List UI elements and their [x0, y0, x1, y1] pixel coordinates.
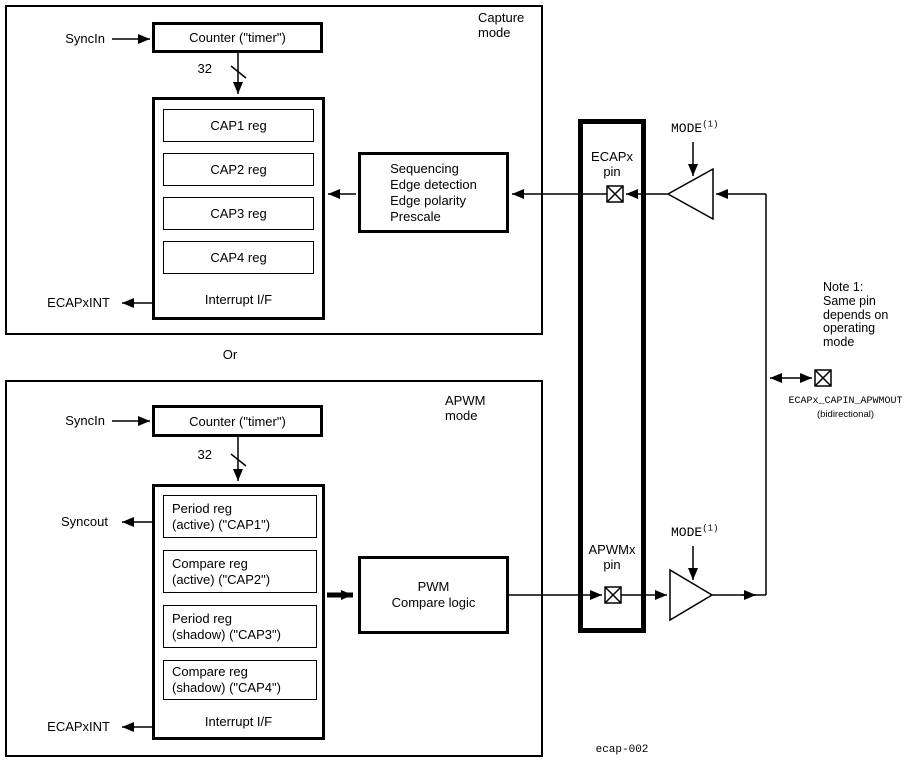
- ecapxint-label-capture: ECAPxINT: [47, 295, 110, 310]
- bus-width-label-apwm: 32: [197, 447, 212, 462]
- cap3-reg-label: CAP3 reg: [210, 206, 267, 221]
- period-active-reg-box: Period reg (active) ("CAP1"): [163, 495, 317, 538]
- cap2-reg-box: CAP2 reg: [163, 153, 314, 186]
- cap2-reg-label: CAP2 reg: [210, 162, 267, 177]
- ecapxint-label-apwm: ECAPxINT: [47, 719, 110, 734]
- external-pin-name-label: ECAPx_CAPIN_APWMOUT: [788, 396, 903, 407]
- counter-bus-arrow-apwm: [230, 437, 247, 481]
- counter-bus-arrow-capture: [230, 53, 247, 94]
- apwmx-pin-icon: [604, 586, 622, 604]
- cap4-reg-box: CAP4 reg: [163, 241, 314, 274]
- pwm-compare-logic-box: PWM Compare logic: [358, 556, 509, 634]
- pin-mux-box: [578, 119, 646, 633]
- syncout-label: Syncout: [61, 514, 108, 529]
- edge-detection-line: Edge detection: [390, 176, 477, 192]
- compare-active-reg-box: Compare reg (active) ("CAP2"): [163, 550, 317, 593]
- capture-input-buffer-icon: [666, 167, 714, 221]
- bus-width-label-capture: 32: [197, 61, 212, 76]
- sequencing-line: Sequencing: [390, 160, 459, 176]
- note-text: Note 1: Same pin depends on operating mo…: [823, 280, 889, 350]
- interrupt-if-label-apwm: Interrupt I/F: [204, 714, 273, 729]
- capture-mode-label: Capture mode: [478, 10, 525, 40]
- cap1-reg-label: CAP1 reg: [210, 118, 267, 133]
- bus-width-tick: [230, 453, 247, 467]
- syncin-label-capture: SyncIn: [65, 31, 105, 46]
- external-pin-direction-label: (bidirectional): [816, 409, 875, 420]
- counter-box-apwm: Counter ("timer"): [152, 405, 323, 437]
- apwmx-pin-label: APWMx pin: [588, 542, 636, 572]
- period-shadow-reg-box: Period reg (shadow) ("CAP3"): [163, 605, 317, 648]
- compare-shadow-reg-box: Compare reg (shadow) ("CAP4"): [163, 660, 317, 700]
- mode-label-top: MODE(1): [671, 119, 719, 136]
- cap1-reg-box: CAP1 reg: [163, 109, 314, 142]
- mode-label-bottom: MODE(1): [671, 523, 719, 540]
- external-pin-icon: [814, 369, 832, 387]
- prescale-line: Prescale: [390, 208, 441, 224]
- figure-id-label: ecap-002: [595, 744, 649, 756]
- cap4-reg-label: CAP4 reg: [210, 250, 267, 265]
- counter-label-apwm: Counter ("timer"): [189, 413, 286, 429]
- sequencing-logic-box: Sequencing Edge detection Edge polarity …: [358, 152, 509, 233]
- apwm-output-buffer-icon: [669, 568, 714, 622]
- syncin-label-apwm: SyncIn: [65, 413, 105, 428]
- interrupt-if-label-capture: Interrupt I/F: [204, 292, 273, 307]
- ecapx-pin-icon: [606, 185, 624, 203]
- bus-width-tick: [230, 65, 247, 79]
- cap3-reg-box: CAP3 reg: [163, 197, 314, 230]
- counter-label-capture: Counter ("timer"): [189, 30, 286, 45]
- or-label: Or: [222, 347, 238, 362]
- ecapx-pin-label: ECAPx pin: [591, 149, 633, 179]
- capture-mode-container: [5, 5, 543, 335]
- edge-polarity-line: Edge polarity: [390, 192, 467, 208]
- counter-box-capture: Counter ("timer"): [152, 22, 323, 53]
- apwm-mode-container: [5, 380, 543, 757]
- apwm-mode-label: APWM mode: [445, 393, 486, 423]
